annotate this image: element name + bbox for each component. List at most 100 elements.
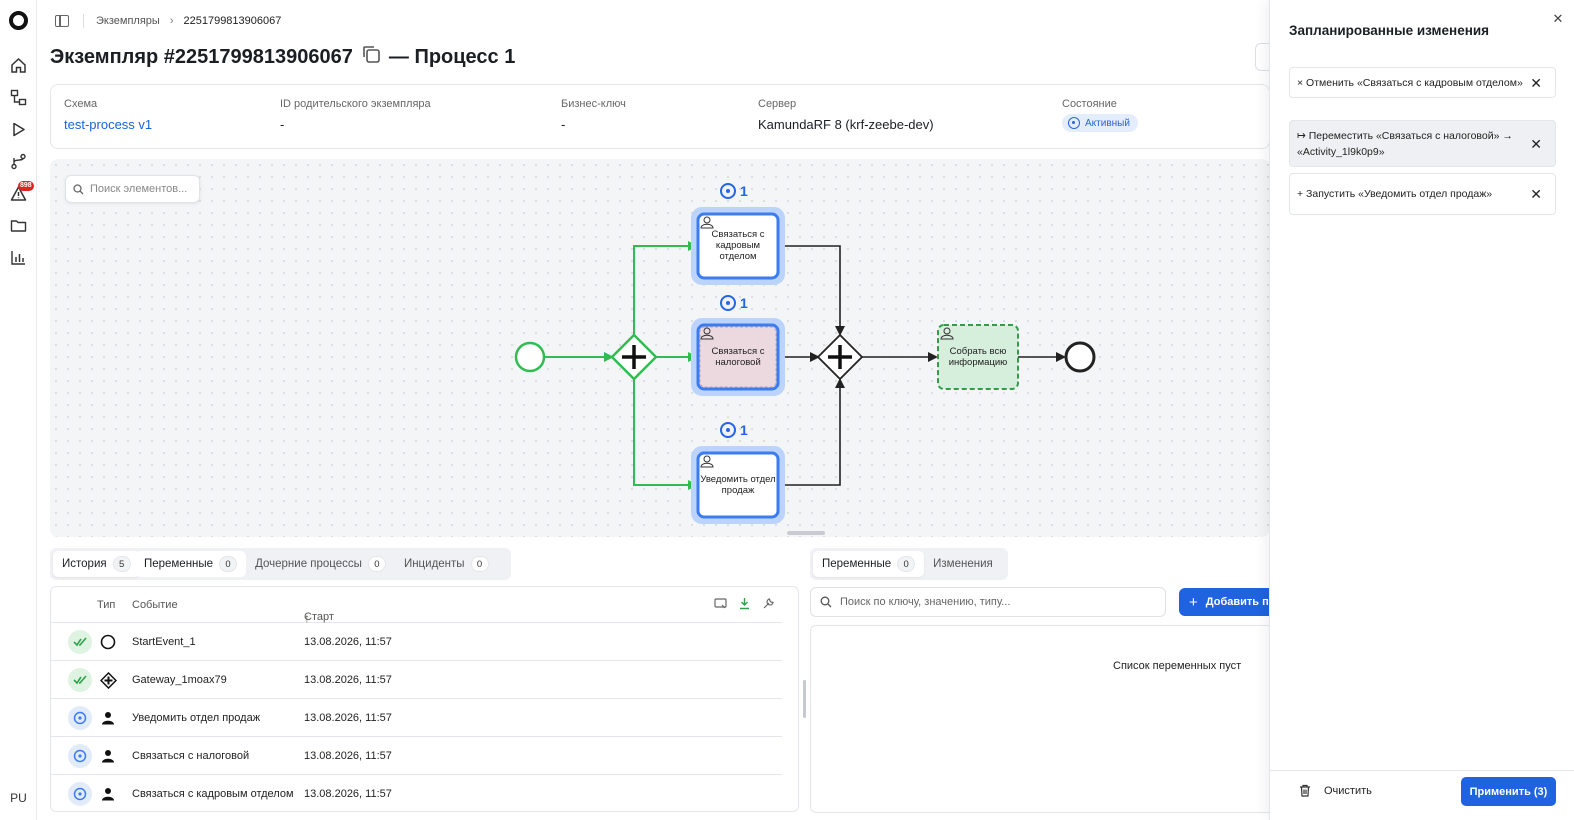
bpmn-canvas[interactable]: Связаться с кадровым отделом Связаться с… <box>50 159 1270 537</box>
trash-icon <box>1300 784 1310 797</box>
task-collect <box>937 324 1019 390</box>
history-table: Тип Событие Старт ↑ StartEvent_1 13.08.20… <box>50 586 799 812</box>
planned-changes-panel: Запланированные изменения ✕ × Отменить «… <box>1269 0 1574 820</box>
token-icon <box>720 183 736 199</box>
view-icon[interactable] <box>714 597 727 610</box>
table-header: Тип Событие Старт ↑ <box>51 587 782 625</box>
active-state-icon <box>1068 117 1080 129</box>
processes-icon[interactable] <box>9 88 28 107</box>
tab-variables-right[interactable]: Переменные 0 <box>813 551 925 577</box>
canvas-resize-handle[interactable] <box>787 531 825 535</box>
empty-state: Список переменных пуст <box>1113 660 1242 672</box>
tab-variables[interactable]: Переменные 0 <box>134 551 247 577</box>
sidebar-toggle-icon[interactable] <box>55 15 69 27</box>
split-gateway <box>610 333 658 381</box>
header-type: Тип <box>97 599 116 611</box>
token-badge-sales: 1 <box>720 422 748 438</box>
plus-icon: + <box>1189 593 1198 611</box>
search-icon <box>820 596 832 608</box>
download-icon[interactable] <box>738 597 751 610</box>
start-event-icon <box>99 633 117 651</box>
remove-change-icon[interactable]: ✕ <box>1530 74 1542 91</box>
analytics-icon[interactable] <box>9 248 28 267</box>
task-tax-label[interactable]: Связаться с налоговой <box>711 346 765 368</box>
element-search-input[interactable] <box>90 183 190 195</box>
header-action-button[interactable] <box>1255 43 1269 71</box>
table-row[interactable]: Gateway_1moax79 13.08.2026, 11:57 <box>51 661 782 699</box>
header-event: Событие <box>132 599 178 611</box>
event-name: StartEvent_1 <box>132 636 196 648</box>
user-avatar[interactable]: PU <box>10 791 27 805</box>
task-hr <box>691 207 785 285</box>
remove-change-icon[interactable]: ✕ <box>1530 186 1542 202</box>
sort-asc-icon: ↑ <box>304 611 310 625</box>
completed-status-icon <box>68 668 92 692</box>
alert-icon[interactable] <box>9 184 28 203</box>
copy-icon[interactable] <box>361 44 381 70</box>
variable-search-input[interactable] <box>840 596 1160 608</box>
tab-incidents[interactable]: Инциденты 0 <box>395 551 498 577</box>
apply-button[interactable]: Применить (3) <box>1461 777 1556 806</box>
alerts-badge: 898 <box>18 181 34 191</box>
element-search[interactable] <box>65 175 200 203</box>
breadcrumb-instances-link[interactable]: Экземпляры <box>96 15 160 27</box>
user-task-icon <box>99 785 117 803</box>
folder-icon[interactable] <box>9 216 28 235</box>
home-icon[interactable] <box>9 56 28 75</box>
schema-field: Схема test-process v1 <box>64 98 153 132</box>
change-item[interactable]: + Запустить «Уведомить отдел продаж» ✕ <box>1289 173 1556 215</box>
schema-link[interactable]: test-process v1 <box>64 117 153 132</box>
user-task-icon <box>99 747 117 765</box>
event-start-time: 13.08.2026, 11:57 <box>304 674 392 686</box>
token-icon <box>720 422 736 438</box>
breadcrumb: Экземпляры › 2251799813906067 <box>55 13 281 29</box>
chevron-right-icon: › <box>169 15 174 27</box>
search-icon <box>73 183 84 194</box>
instance-title: Экземпляр #2251799813906067 <box>50 45 353 68</box>
breadcrumb-current: 2251799813906067 <box>183 15 282 27</box>
play-icon[interactable] <box>9 120 28 139</box>
change-item[interactable]: ↦ Переместить «Связаться с налоговой» → … <box>1289 120 1556 167</box>
start-event <box>514 341 546 373</box>
close-icon[interactable]: ✕ <box>1552 11 1564 26</box>
tab-changes[interactable]: Изменения <box>933 558 993 570</box>
task-sales <box>691 446 785 524</box>
event-name: Gateway_1moax79 <box>132 674 227 686</box>
app-logo[interactable] <box>9 11 28 30</box>
page-title: Экземпляр #2251799813906067 — Процесс 1 <box>50 44 515 70</box>
wrench-icon[interactable] <box>762 597 775 610</box>
variable-search[interactable] <box>810 587 1166 617</box>
token-badge-tax: 1 <box>720 295 748 311</box>
remove-change-icon[interactable]: ✕ <box>1530 135 1542 152</box>
task-sales-label[interactable]: Уведомить отдел продаж <box>700 474 776 496</box>
panel-title: Запланированные изменения <box>1289 23 1490 38</box>
server-field: Сервер KamundaRF 8 (krf-zeebe-dev) <box>758 98 934 132</box>
gateway-icon <box>99 671 117 689</box>
table-row[interactable]: StartEvent_1 13.08.2026, 11:57 <box>51 623 782 661</box>
task-collect-label[interactable]: Собрать всю информацию <box>948 346 1008 368</box>
clear-button[interactable]: Очистить <box>1299 784 1372 797</box>
status-badge: Активный <box>1062 114 1138 132</box>
task-hr-label[interactable]: Связаться с кадровым отделом <box>711 229 765 262</box>
token-icon <box>720 295 736 311</box>
panel-footer: Очистить Применить (3) <box>1270 770 1574 820</box>
active-status-icon <box>68 744 92 768</box>
end-event <box>1064 341 1096 373</box>
add-variable-button[interactable]: + Добавить переменную <box>1179 588 1270 616</box>
branch-icon[interactable] <box>9 152 28 171</box>
change-item[interactable]: × Отменить «Связаться с кадровым отделом… <box>1289 67 1556 98</box>
history-tabs: История 5 / Переменные 0 Дочерние процес… <box>50 548 511 580</box>
active-status-icon <box>68 706 92 730</box>
tab-child-processes[interactable]: Дочерние процессы 0 <box>246 551 395 577</box>
variables-list: Список переменных пуст <box>810 625 1270 813</box>
active-status-icon <box>68 782 92 806</box>
panel-splitter[interactable] <box>803 680 806 718</box>
event-start-time: 13.08.2026, 11:57 <box>304 636 392 648</box>
completed-status-icon <box>68 630 92 654</box>
join-gateway <box>816 333 864 381</box>
tab-history[interactable]: История 5 <box>53 551 140 577</box>
business-key-field: Бизнес-ключ - <box>561 98 626 132</box>
